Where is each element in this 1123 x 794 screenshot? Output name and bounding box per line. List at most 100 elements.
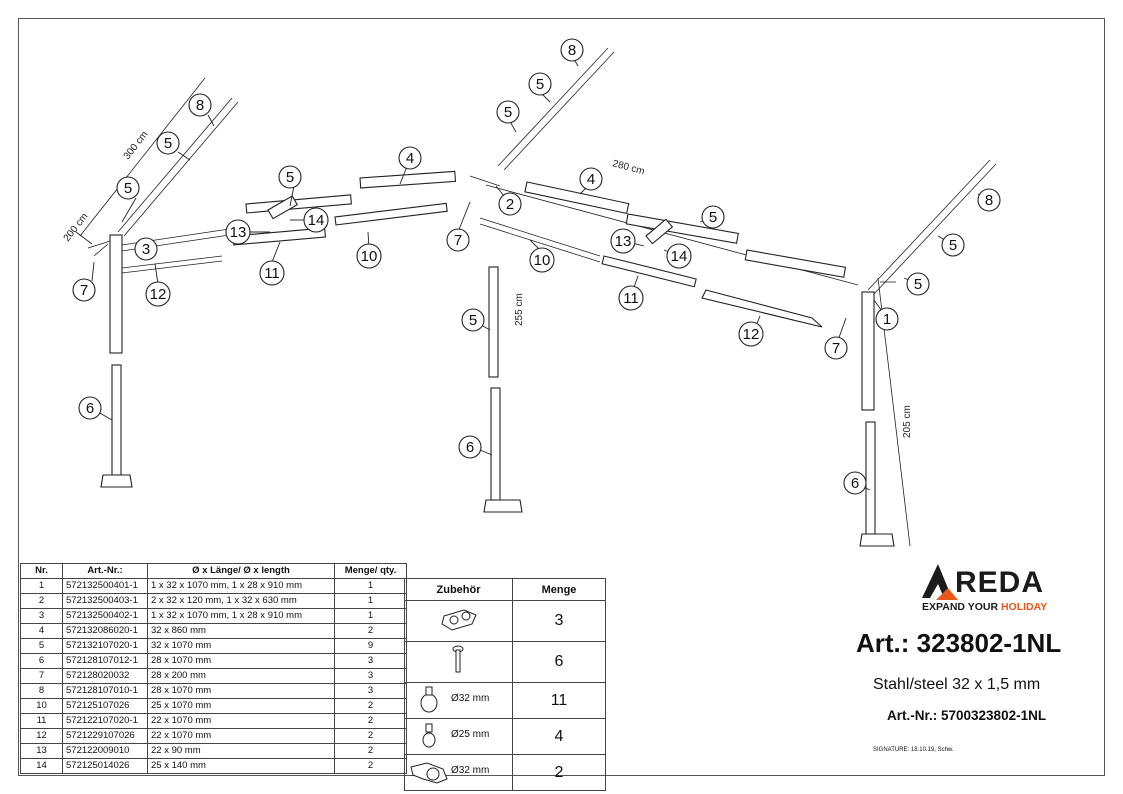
callout-11-left: 11 [259,260,285,286]
col-nr: Nr. [20,563,63,579]
cell-qty: 2 [334,713,407,729]
svg-text:7: 7 [454,232,462,249]
svg-text:12: 12 [150,286,167,303]
svg-text:1: 1 [883,311,891,328]
callout-4-mid: 4 [579,167,603,191]
callout-10-mid: 10 [529,247,555,273]
callout-14-left: 14 [303,207,329,233]
cell-nr: 1 [20,578,63,594]
clamp-32-icon [420,686,438,713]
cell-qty: 9 [334,638,407,654]
dim-300cm: 300 cm [122,129,151,162]
svg-text:13: 13 [230,224,247,241]
cell-art: 572122910702­6 [62,728,148,744]
cell-dim: 28 x 1070 mm [147,653,335,669]
callout-11-mid: 11 [618,285,644,311]
svg-text:5: 5 [124,180,132,197]
svg-text:8: 8 [985,192,993,209]
svg-text:4: 4 [406,150,414,167]
svg-text:5: 5 [709,209,717,226]
callout-8-right: 8 [977,188,1001,212]
svg-text:5: 5 [536,76,544,93]
col-accessory-qty: Menge [512,578,606,601]
clamp-25-icon [422,723,436,748]
cell-art: 572132500403-1 [62,593,148,609]
cell-nr: 4 [20,623,63,639]
accessory-icon-cell: Ø32 mm [404,682,513,719]
cell-qty: 1 [334,608,407,624]
joint-bracket-icon [441,609,477,631]
callout-7-mid: 7 [446,228,470,252]
accessory-icon-cell [404,600,513,642]
svg-text:7: 7 [80,282,88,299]
cell-art: 572125107026 [62,698,148,714]
parts-table: Nr. Art.-Nr.: Ø x Länge/ Ø x length Meng… [20,563,407,774]
callout-14-mid: 14 [666,243,692,269]
cell-nr: 13 [20,743,63,759]
cell-qty: 3 [334,668,407,684]
cell-nr: 5 [20,638,63,654]
callout-6-left: 6 [78,396,102,420]
accessory-row: Ø25 mm 4 [404,718,606,755]
dim-255cm: 255 cm [514,293,525,326]
callout-13-mid: 13 [610,228,636,254]
cell-nr: 11 [20,713,63,729]
svg-text:6: 6 [851,475,859,492]
callout-5-right-b: 5 [906,272,930,296]
brand-tagline: EXPAND YOUR HOLIDAY [922,601,1048,613]
cell-dim: 22 x 1070 mm [147,728,335,744]
right-corner-assembly [859,159,997,547]
article-number: Art.-Nr.: 5700323802-1NL [887,708,1047,723]
material-spec: Stahl/steel 32 x 1,5 mm [873,676,1041,693]
svg-text:6: 6 [86,400,94,417]
svg-text:5: 5 [469,312,477,329]
cell-qty: 3 [334,653,407,669]
svg-text:14: 14 [671,248,688,265]
svg-text:2: 2 [506,196,514,213]
dim-205cm: 205 cm [902,405,913,438]
accessory-qty: 2 [512,754,606,791]
cell-nr: 7 [20,668,63,684]
clamp-diameter-label: Ø25 mm [451,729,490,740]
cell-dim: 25 x 1070 mm [147,698,335,714]
svg-text:8: 8 [196,97,204,114]
cell-nr: 6 [20,653,63,669]
col-qty: Menge/ qty. [334,563,407,579]
svg-text:8: 8 [568,42,576,59]
cell-qty: 1 [334,593,407,609]
cell-art: 572132500402-1 [62,608,148,624]
svg-text:11: 11 [623,290,639,307]
cell-dim: 1 x 32 x 1070 mm, 1 x 28 x 910 mm [147,608,335,624]
callout-6-right: 6 [843,471,867,495]
callout-2: 2 [498,192,522,216]
col-accessory: Zubehör [404,578,513,601]
svg-text:7: 7 [832,340,840,357]
cell-dim: 32 x 860 mm [147,623,335,639]
brand-name: REDA [955,566,1045,599]
svg-text:5: 5 [914,276,922,293]
svg-text:3: 3 [142,241,150,258]
left-corner-assembly [75,77,239,488]
cell-art: 572122009010 [62,743,148,759]
svg-text:10: 10 [361,248,378,265]
svg-text:5: 5 [286,169,294,186]
col-dimension: Ø x Länge/ Ø x length [147,563,335,579]
cell-nr: 2 [20,593,63,609]
cell-qty: 2 [334,758,407,774]
cell-nr: 12 [20,728,63,744]
cell-dim: 1 x 32 x 1070 mm, 1 x 28 x 910 mm [147,578,335,594]
accessory-icon-cell: Ø25 mm [404,718,513,755]
svg-text:4: 4 [587,171,595,188]
cell-art: 572128107012-1 [62,653,148,669]
svg-text:6: 6 [466,439,474,456]
callout-5-left-c: 5 [278,165,302,189]
callout-5-left-b: 5 [116,176,140,200]
